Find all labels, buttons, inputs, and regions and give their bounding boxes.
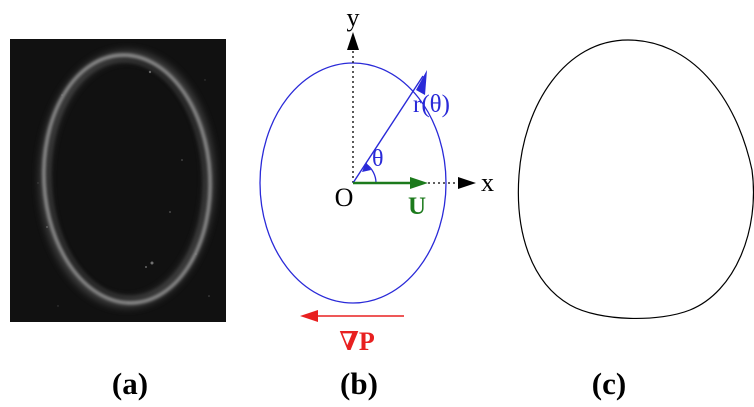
bubble-ring-inner: [49, 60, 205, 298]
bubble-outline-c: [517, 39, 754, 319]
pressure-gradient-label: ∇P: [339, 327, 375, 356]
panel-c: (c): [517, 39, 754, 401]
velocity-label: U: [408, 193, 426, 220]
panel-a: (a): [10, 39, 226, 401]
panel-b: y x O r(θ) θ U ∇P (b): [259, 3, 494, 401]
panel-a-label: (a): [112, 366, 148, 401]
y-axis-label: y: [347, 3, 360, 32]
angle-label: θ: [372, 146, 384, 172]
bubble-ring: [42, 53, 212, 305]
x-axis-arrowhead: [458, 177, 476, 189]
radius-vector: [352, 75, 424, 184]
radius-vector-arrowhead: [416, 70, 427, 95]
angle-arc-arrowhead: [362, 162, 371, 172]
radius-label: r(θ): [413, 91, 450, 118]
y-axis-arrowhead: [347, 32, 359, 50]
panel-b-label: (b): [340, 366, 378, 401]
pressure-gradient-arrowhead: [300, 310, 318, 322]
origin-label: O: [335, 183, 354, 212]
x-axis-label: x: [481, 168, 494, 197]
panel-c-label: (c): [592, 366, 626, 401]
velocity-arrowhead: [410, 177, 428, 189]
